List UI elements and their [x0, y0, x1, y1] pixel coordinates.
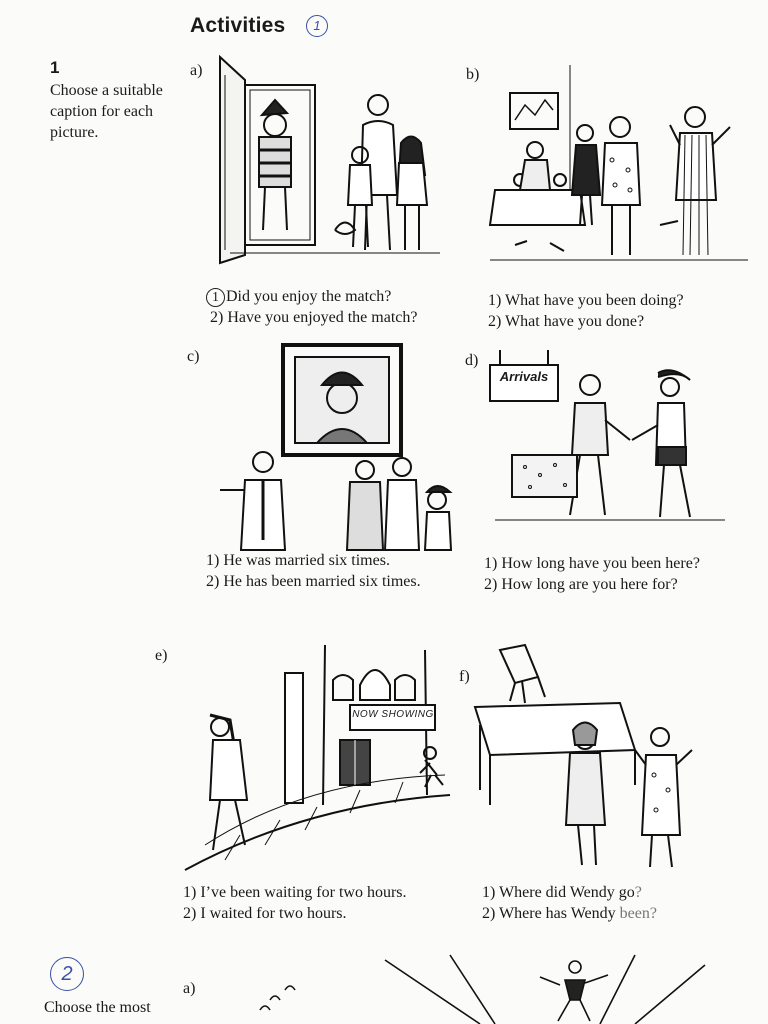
illustration-picture-e — [185, 645, 455, 875]
now-showing-sign: NOW SHOWING — [352, 709, 434, 720]
exercise-instruction: Choose a suitable caption for each pictu… — [50, 82, 163, 141]
handwritten-circled-number-2: 2 — [50, 957, 84, 991]
illustration-picture-a — [215, 55, 445, 265]
illustration-picture-b — [490, 65, 750, 265]
caption-b-1: 1) What have you been doing? — [488, 292, 684, 309]
picture-letter-a: a) — [190, 62, 203, 79]
caption-e-2: 2) I waited for two hours. — [183, 905, 347, 922]
caption-d-1: 1) How long have you been here? — [484, 555, 700, 572]
exercise-number: 1 — [50, 58, 60, 77]
page-title: Activities — [190, 14, 286, 37]
caption-d-2: 2) How long are you here for? — [484, 576, 678, 593]
picture-letter-e: e) — [155, 647, 168, 664]
exercise-2-instruction: Choose the most — [44, 999, 151, 1016]
caption-f-1: 1) Where did Wendy go? — [482, 884, 642, 901]
picture-letter-2a: a) — [183, 980, 196, 997]
caption-c-2: 2) He has been married six times. — [206, 573, 421, 590]
handwritten-circle-mark: 1 — [206, 288, 225, 307]
illustration-picture-f — [470, 645, 725, 875]
arrivals-sign: Arrivals — [499, 369, 549, 384]
caption-b-2: 2) What have you done? — [488, 313, 645, 330]
illustration-exercise-2 — [240, 955, 740, 1024]
illustration-picture-d — [490, 345, 730, 530]
caption-f-2: 2) Where has Wendy been? — [482, 905, 657, 922]
picture-letter-c: c) — [187, 348, 200, 365]
picture-letter-b: b) — [466, 66, 480, 83]
picture-letter-f: f) — [459, 668, 470, 685]
caption-c-1: 1) He was married six times. — [206, 552, 390, 569]
handwritten-circled-number: 1 — [306, 15, 328, 37]
caption-a-2: 2) Have you enjoyed the match? — [210, 309, 418, 326]
picture-letter-d: d) — [465, 352, 479, 369]
caption-e-1: 1) I’ve been waiting for two hours. — [183, 884, 407, 901]
illustration-picture-c — [205, 340, 470, 555]
